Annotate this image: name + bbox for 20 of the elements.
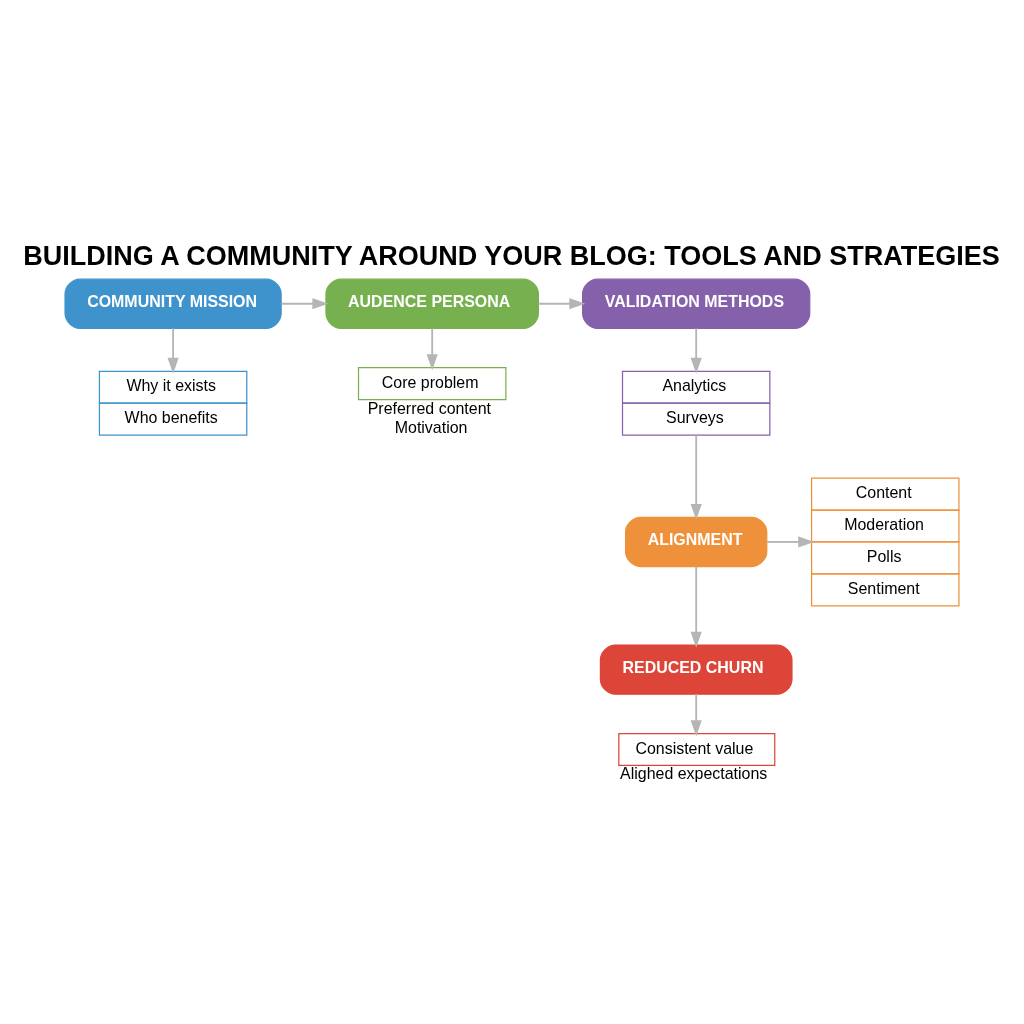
- node-label: Alighed expectations: [620, 764, 768, 782]
- arrow: [690, 692, 702, 736]
- arrow: [766, 535, 815, 548]
- node-box: REDUCED CHURN: [599, 644, 793, 695]
- node-box: Consistent value: [618, 732, 776, 766]
- arrow: [690, 565, 702, 648]
- node-box: AUDENCE PERSONA: [325, 278, 539, 329]
- arrow: [537, 297, 586, 309]
- node-label: Preferred content: [367, 399, 491, 417]
- arrow: [167, 327, 179, 374]
- node-box: VALIDATION METHODS: [582, 278, 811, 329]
- arrow: [426, 327, 438, 370]
- arrow: [690, 327, 702, 374]
- node-label: Motivation: [394, 418, 468, 436]
- node-box: Core problem: [357, 366, 507, 400]
- diagram-title: BUILDING A COMMUNITY AROUND YOUR BLOG: TOOLS AND STRATEGIES: [23, 240, 1000, 271]
- arrow: [690, 433, 702, 520]
- node-box: COMMUNITY MISSION: [64, 278, 282, 329]
- node-box: ALIGNMENT: [624, 516, 768, 567]
- arrow: [280, 297, 329, 309]
